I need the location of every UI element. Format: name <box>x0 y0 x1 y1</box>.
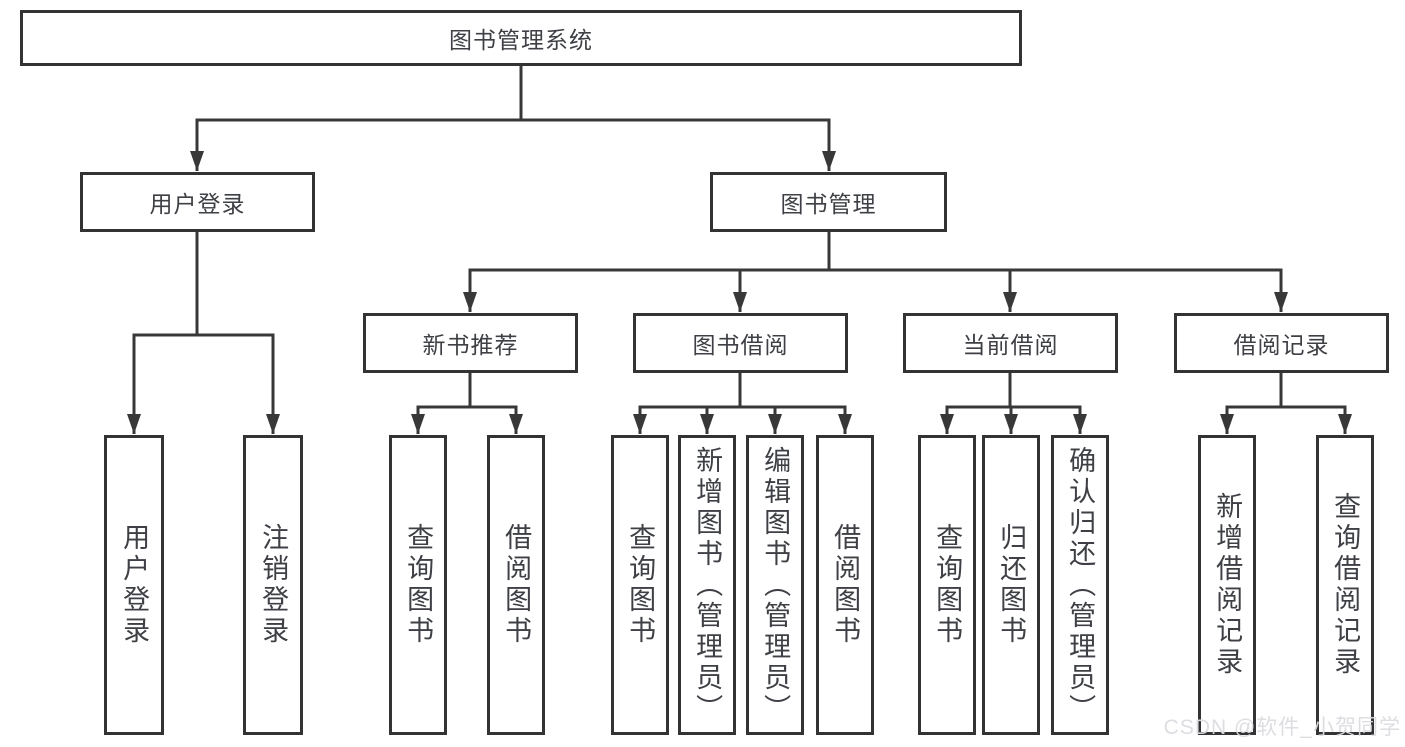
node-root-label: 图书管理系统 <box>449 27 593 53</box>
node-borrowing-records: 借阅记录 <box>1174 313 1389 373</box>
node-borrowing-records-label: 借阅记录 <box>1233 332 1330 358</box>
leaf-confirm-return-admin: 确认归还（管理员） <box>1051 435 1109 735</box>
leaf-confirm-return-admin-label: 确认归还（管理员） <box>1065 445 1096 725</box>
leaf-query-books-recommend: 查询图书 <box>389 435 447 735</box>
leaf-query-borrow-record: 查询借阅记录 <box>1316 435 1374 735</box>
leaf-logout-label: 注销登录 <box>258 523 289 647</box>
node-book-borrowing-label: 图书借阅 <box>692 332 789 358</box>
leaf-borrow-books-recommend-label: 借阅图书 <box>501 523 532 647</box>
node-new-book-recommendation-label: 新书推荐 <box>422 332 519 358</box>
leaf-user-login-label: 用户登录 <box>119 523 150 647</box>
leaf-add-books-admin-label: 新增图书（管理员） <box>692 445 723 725</box>
leaf-query-books-recommend-label: 查询图书 <box>403 523 434 647</box>
leaf-add-books-admin: 新增图书（管理员） <box>678 435 736 735</box>
node-current-borrowing: 当前借阅 <box>903 313 1118 373</box>
leaf-query-books-borrow: 查询图书 <box>611 435 669 735</box>
node-book-management-label: 图书管理 <box>780 191 877 217</box>
leaf-user-login: 用户登录 <box>104 435 164 735</box>
leaf-logout: 注销登录 <box>243 435 303 735</box>
node-book-management: 图书管理 <box>710 172 947 232</box>
leaf-return-books: 归还图书 <box>982 435 1040 735</box>
leaf-add-borrow-record-label: 新增借阅记录 <box>1212 492 1243 678</box>
node-new-book-recommendation: 新书推荐 <box>363 313 578 373</box>
watermark: CSDN @软件_小贺同学 <box>1163 716 1401 739</box>
node-root: 图书管理系统 <box>20 10 1022 66</box>
leaf-borrow-books-borrow: 借阅图书 <box>816 435 874 735</box>
leaf-edit-books-admin-label: 编辑图书（管理员） <box>760 445 791 725</box>
leaf-query-books-borrow-label: 查询图书 <box>625 523 656 647</box>
leaf-edit-books-admin: 编辑图书（管理员） <box>746 435 804 735</box>
leaf-query-borrow-record-label: 查询借阅记录 <box>1330 492 1361 678</box>
leaf-return-books-label: 归还图书 <box>996 523 1027 647</box>
node-current-borrowing-label: 当前借阅 <box>962 332 1059 358</box>
leaf-borrow-books-recommend: 借阅图书 <box>487 435 545 735</box>
node-user-login-label: 用户登录 <box>149 191 246 217</box>
node-book-borrowing: 图书借阅 <box>633 313 848 373</box>
node-user-login: 用户登录 <box>80 172 315 232</box>
leaf-query-books-current-label: 查询图书 <box>932 523 963 647</box>
leaf-add-borrow-record: 新增借阅记录 <box>1198 435 1256 735</box>
leaf-borrow-books-borrow-label: 借阅图书 <box>830 523 861 647</box>
leaf-query-books-current: 查询图书 <box>918 435 976 735</box>
